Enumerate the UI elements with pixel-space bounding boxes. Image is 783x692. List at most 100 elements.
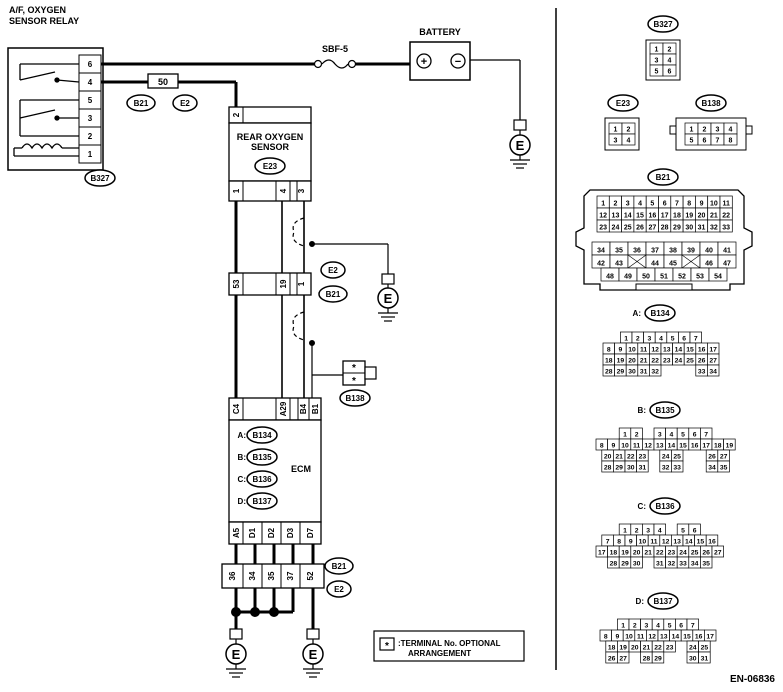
connector-view-pin: 5 [668,623,672,630]
connector-view-pin: 12 [648,634,656,641]
connector-view-pin: 9 [612,443,616,450]
connector-view-pin: 3 [645,623,649,630]
connector-view-pin: 28 [604,465,612,472]
legend-text-line1: :TERMINAL No. OPTIONAL [398,639,501,648]
connector-view-pin: 49 [624,274,632,281]
connector-view-pin: 31 [640,369,648,376]
connector-view-pin: 5 [655,69,659,76]
ecm-connector-prefix: D: [238,497,246,506]
connector-view-pin: 37 [651,248,659,255]
connector-view-pin: 21 [710,213,718,220]
connector-view-pin: 30 [633,561,641,568]
connector-view-pin: 29 [621,561,629,568]
relay-switch-contacts [13,63,80,157]
connector-view-pin: 36 [633,248,641,255]
sensor-pin: 4 [279,188,288,193]
ecm: C4 A29 B4 B1 ECM A: B134 B: B135 C: B136… [228,397,322,545]
ecm-connector-label: B135 [252,453,272,462]
connector-view-pin: 21 [615,454,623,461]
connector-view-pin: 5 [690,138,694,145]
af-oxygen-sensor-relay: A/F, OXYGEN SENSOR RELAY 6 4 5 3 2 1 [7,5,116,187]
sensor-title-line1: REAR OXYGEN [237,132,304,142]
connector-view-pin: 4 [638,201,642,208]
connector-view-pin: 34 [709,369,717,376]
connector-view-pin: 14 [668,443,676,450]
connector-view-pin: 1 [624,336,628,343]
connector-view-pin: 30 [627,465,635,472]
connector-view-pin: 16 [698,347,706,354]
connector-view-pin: 32 [662,465,670,472]
relay-pin: 3 [88,114,93,123]
connector-view-pin: 3 [716,127,720,134]
connector-view-pin: 34 [691,561,699,568]
ecm-bottom-pin: D7 [306,527,315,538]
ecm-top-pin: B1 [311,403,320,414]
connector-view-label: E23 [607,94,639,112]
connector-view-pin: 24 [662,454,670,461]
ecm-top-pin: B4 [299,403,308,414]
connector-view-pin: 27 [619,656,627,663]
connector-view-pin: 3 [658,432,662,439]
legend-text-line2: ARRANGEMENT [408,649,471,658]
connector-view-pin: 6 [693,432,697,439]
connector-view-pin: 6 [679,623,683,630]
connector-view-pin: 12 [644,443,652,450]
connector-view-pin: 7 [691,623,695,630]
connector-view-pin: 33 [673,465,681,472]
connector-view-pin: 21 [640,358,648,365]
connector-view-pin: 4 [670,432,674,439]
connector-view-name: B135 [655,406,675,415]
connector-view-pin: 34 [708,465,716,472]
relay-pin: 1 [88,150,93,159]
connector-view-pin: 6 [668,69,672,76]
connector-view-pin: 1 [655,47,659,54]
connector-view-prefix: B: [638,406,646,415]
b138-pin: * [352,376,356,387]
ecm-bottom-pin: D1 [248,527,257,538]
connector-view-pin: 33 [679,561,687,568]
connector-view-pin: 5 [671,336,675,343]
connector-view-pin: 34 [597,248,605,255]
ecm-connector-label: B136 [252,475,272,484]
ground-label: E [384,291,393,306]
connector-view-pin: 22 [651,358,659,365]
relay-title-line1: A/F, OXYGEN [9,5,66,15]
connector-view-label: B: B135 [638,401,681,419]
connector-view-pin: 8 [604,634,608,641]
ground-label: E [516,138,525,153]
connector-view-pin: 35 [615,248,623,255]
connector-view-pin: 31 [701,656,709,663]
connector-view-pin: 13 [663,347,671,354]
connector-view-pin: 45 [669,261,677,268]
connector-view-pin: 32 [668,561,676,568]
connector-view-pin: 7 [704,432,708,439]
mid-connector-pin: 1 [297,281,306,286]
sensor-pin: 1 [232,188,241,193]
connector-view-pin: 23 [666,645,674,652]
bottom-connector-pin: 34 [248,571,257,580]
connector-view-pin: 15 [636,213,644,220]
connector-view-pin: 19 [617,358,625,365]
connector-view-pin: 14 [672,634,680,641]
connector-view-label: B21 [647,168,679,186]
connector-view-pin: 16 [695,634,703,641]
ecm-bottom-pin: D2 [267,527,276,538]
connector-view-pin: 28 [661,225,669,232]
connector-view-pin: 2 [668,47,672,54]
relay-body [7,47,104,171]
b138-pin: * [352,363,356,374]
connector-view-pin: 43 [615,261,623,268]
connector-view-pin: 9 [616,634,620,641]
connector-view-pin: 11 [722,201,730,208]
connector-view-pin: 16 [691,443,699,450]
ground-ecm-2: E [302,628,324,678]
ecm-connector-prefix: A: [238,431,246,440]
connector-view-pin: 20 [633,550,641,557]
connector-view-pin: 10 [628,347,636,354]
connector-view-pin: 21 [644,550,652,557]
ecm-label: ECM [291,464,311,474]
ground-label: E [309,647,318,662]
connector-view-pin: 9 [619,347,623,354]
connector-view-pin: 2 [633,623,637,630]
connector-view-pin: 20 [631,645,639,652]
